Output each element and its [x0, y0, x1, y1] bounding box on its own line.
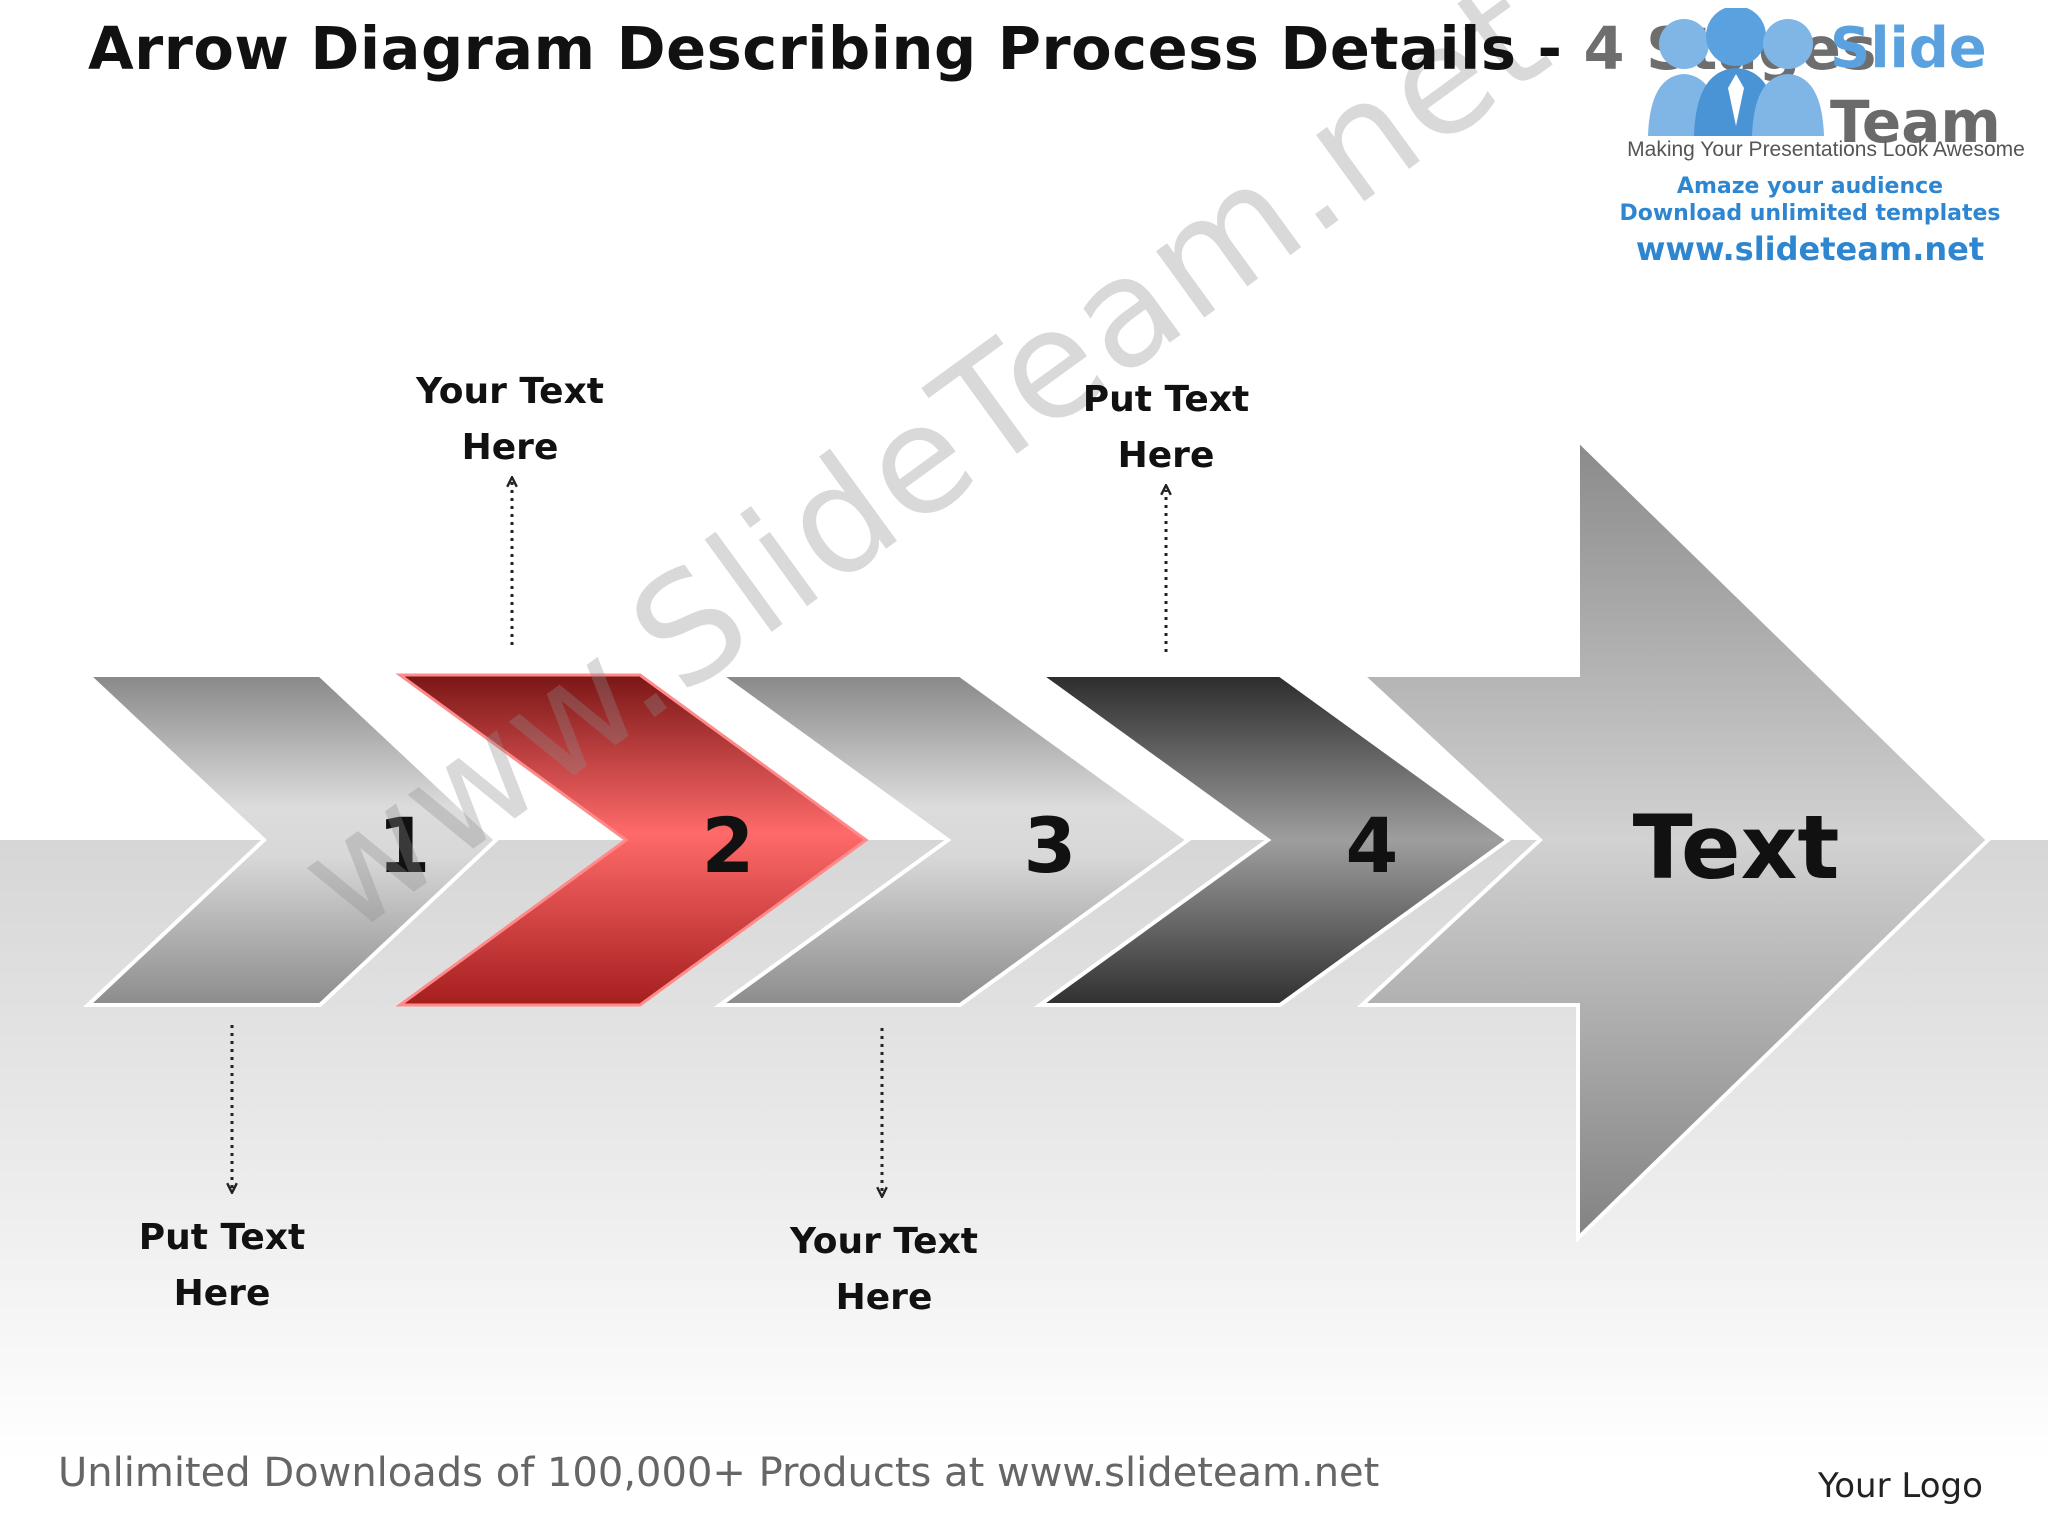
stage-4-number: 4	[1346, 801, 1399, 890]
stage-3-number: 3	[1024, 801, 1077, 890]
callout-line-1: Your Text	[415, 371, 605, 412]
stage-1-chevron	[82, 673, 499, 1007]
callout-line-2: Here	[173, 1273, 271, 1314]
brand-logo: Slide Team Making Your Presentations Loo…	[1600, 8, 2040, 278]
footer-text: Unlimited Downloads of 100,000+ Products…	[58, 1450, 1380, 1496]
brand-word-slide: Slide	[1830, 16, 1987, 81]
brand-tagline: Making Your Presentations Look Awesome	[1627, 138, 2025, 161]
brand-word-team: Team	[1830, 88, 2001, 156]
brand-promo-1: Amaze your audience	[1676, 174, 1944, 199]
stage-1-number: 1	[378, 801, 431, 890]
callout-line-1: Put Text	[1082, 379, 1250, 420]
people-icon	[1648, 8, 1824, 136]
stage-4-chevron	[1033, 673, 1512, 1007]
final-arrow	[1356, 435, 1991, 1243]
callout-bottom-stage-1: Put Text Here	[92, 1210, 352, 1322]
your-logo-placeholder: Your Logo	[1818, 1466, 1983, 1506]
callout-line-1: Your Text	[789, 1221, 979, 1262]
callout-top-stage-4: Put Text Here	[1036, 372, 1296, 484]
callout-top-stage-2: Your Text Here	[380, 364, 640, 476]
title-main: Arrow Diagram Describing Process Details…	[88, 14, 1584, 83]
stage-2-chevron	[395, 673, 869, 1007]
callout-line-2: Here	[461, 427, 559, 468]
stage-2-number: 2	[702, 801, 755, 890]
brand-promo-2: Download unlimited templates	[1619, 201, 2001, 226]
callout-line-2: Here	[835, 1277, 933, 1318]
brand-url: www.slideteam.net	[1635, 230, 1985, 268]
final-arrow-label: Text	[1633, 796, 1840, 899]
page-title: Arrow Diagram Describing Process Details…	[88, 14, 1877, 83]
stage-3-chevron	[713, 673, 1192, 1007]
callout-line-2: Here	[1117, 435, 1215, 476]
callout-bottom-stage-3: Your Text Here	[754, 1214, 1014, 1326]
callout-line-1: Put Text	[138, 1217, 306, 1258]
